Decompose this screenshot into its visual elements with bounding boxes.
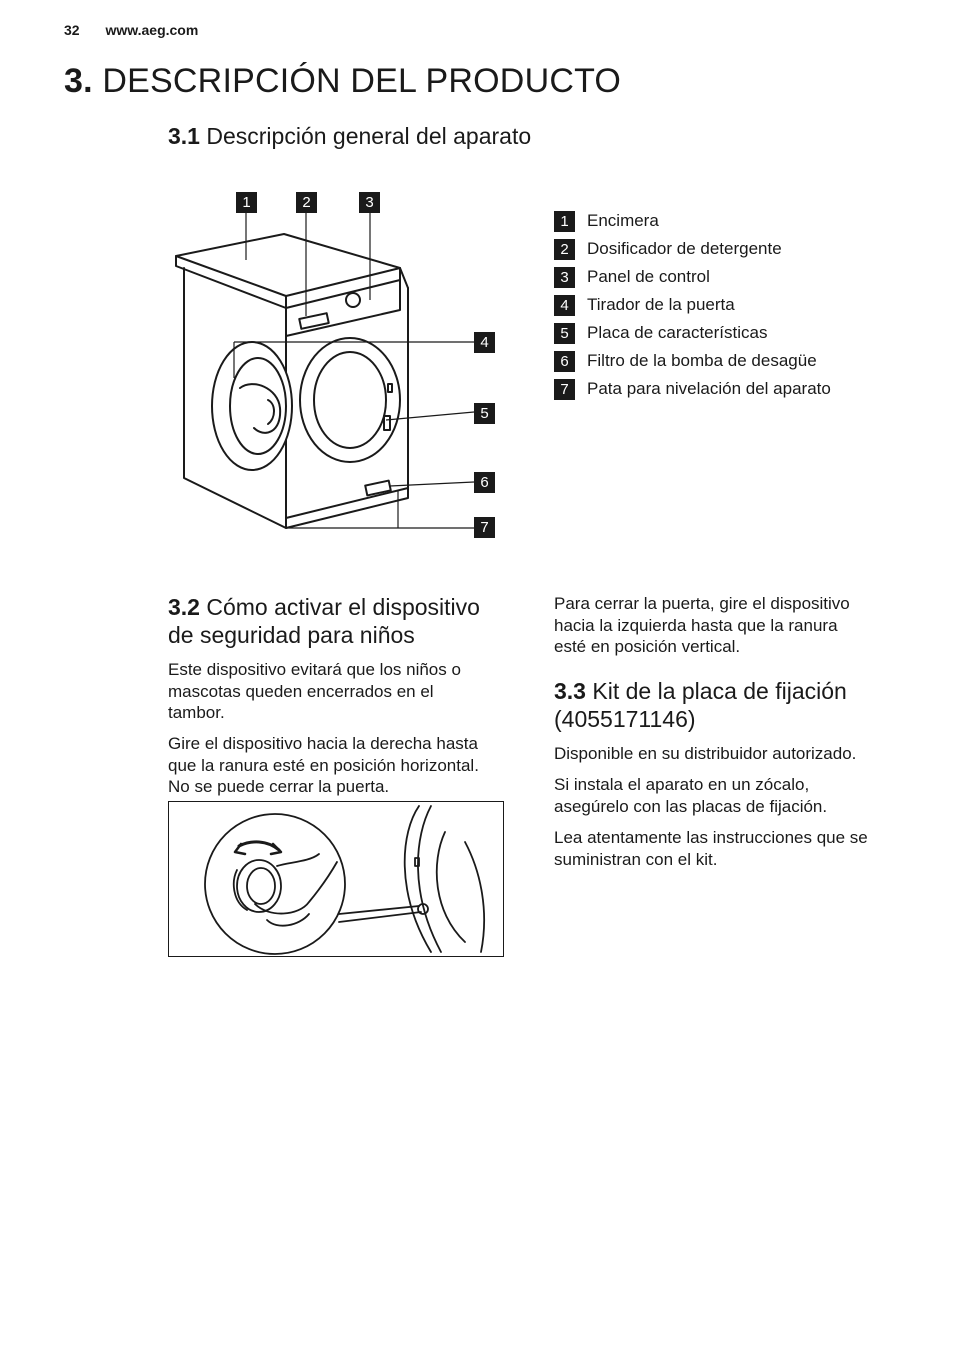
paragraph: Para cerrar la puerta, gire el dispositi… bbox=[554, 593, 850, 658]
text-line: Gire el dispositivo hacia la derecha has… bbox=[168, 734, 478, 753]
paragraph: Si instala el aparato en un zócalo, aseg… bbox=[554, 774, 827, 817]
washing-machine-illustration bbox=[175, 212, 475, 529]
paragraph: Lea atentamente las instrucciones que se… bbox=[554, 827, 868, 870]
section-number: 3.2 bbox=[168, 594, 200, 620]
callout-2: 2 bbox=[296, 192, 317, 213]
section-title-line1: Cómo activar el dispositivo bbox=[206, 594, 480, 620]
text-line: tambor. bbox=[168, 703, 225, 722]
legend-label: Tirador de la puerta bbox=[587, 295, 735, 314]
legend-item: 3 Panel de control bbox=[554, 263, 831, 291]
legend-item: 6 Filtro de la bomba de desagüe bbox=[554, 347, 831, 375]
legend-label: Filtro de la bomba de desagüe bbox=[587, 351, 817, 370]
section-number: 3.3 bbox=[554, 678, 586, 704]
paragraph: Este dispositivo evitará que los niños o… bbox=[168, 659, 461, 724]
page-number: 32 bbox=[64, 22, 80, 38]
text-line: Este dispositivo evitará que los niños o bbox=[168, 660, 461, 679]
legend-item: 4 Tirador de la puerta bbox=[554, 291, 831, 319]
legend-label: Encimera bbox=[587, 211, 659, 230]
text-line: mascotas queden encerrados en el bbox=[168, 681, 434, 701]
text-line: Disponible en su distribuidor autorizado… bbox=[554, 744, 857, 763]
text-line: No se puede cerrar la puerta. bbox=[168, 777, 390, 796]
title-number: 3. bbox=[64, 62, 93, 100]
legend-number: 1 bbox=[554, 210, 575, 232]
section-3-2-heading: 3.2 Cómo activar el dispositivo de segur… bbox=[168, 593, 480, 649]
callout-7: 7 bbox=[474, 517, 495, 538]
page-title: 3. DESCRIPCIÓN DEL PRODUCTO bbox=[64, 62, 621, 101]
section-number: 3.1 bbox=[168, 123, 200, 149]
section-title-line1: Kit de la placa de fijación bbox=[592, 678, 847, 704]
legend-item: 7 Pata para nivelación del aparato bbox=[554, 375, 831, 403]
legend-item: 1 Encimera bbox=[554, 207, 831, 235]
section-title-line2: de seguridad para niños bbox=[168, 622, 415, 648]
paragraph: Gire el dispositivo hacia la derecha has… bbox=[168, 733, 479, 798]
text-line: asegúrelo con las placas de fijación. bbox=[554, 796, 828, 816]
legend-item: 5 Placa de características bbox=[554, 319, 831, 347]
legend-label: Panel de control bbox=[587, 267, 710, 286]
text-line: esté en posición vertical. bbox=[554, 637, 741, 656]
site-url: www.aeg.com bbox=[105, 22, 199, 38]
callout-4: 4 bbox=[474, 332, 495, 353]
callout-6: 6 bbox=[474, 472, 495, 493]
legend-label: Placa de características bbox=[587, 323, 768, 342]
legend-number: 7 bbox=[554, 378, 575, 400]
callout-3: 3 bbox=[359, 192, 380, 213]
legend-label: Dosificador de detergente bbox=[587, 239, 782, 258]
page-header: 32 www.aeg.com bbox=[64, 22, 198, 38]
text-line: Si instala el aparato en un zócalo, bbox=[554, 775, 810, 794]
legend-number: 6 bbox=[554, 350, 575, 372]
text-line: que la ranura esté en posición horizonta… bbox=[168, 755, 479, 775]
text-line: Lea atentamente las instrucciones que se bbox=[554, 828, 868, 847]
section-3-3-heading: 3.3 Kit de la placa de fijación (4055171… bbox=[554, 677, 847, 733]
legend-number: 4 bbox=[554, 294, 575, 316]
legend-item: 2 Dosificador de detergente bbox=[554, 235, 831, 263]
callout-1: 1 bbox=[236, 192, 257, 213]
child-lock-drawing bbox=[204, 805, 486, 955]
text-line: suministran con el kit. bbox=[554, 849, 718, 869]
child-lock-illustration bbox=[168, 801, 504, 957]
text-line: Para cerrar la puerta, gire el dispositi… bbox=[554, 594, 850, 613]
callout-5: 5 bbox=[474, 403, 495, 424]
legend-number: 5 bbox=[554, 322, 575, 344]
section-title-line2: (4055171146) bbox=[554, 706, 696, 732]
text-line: hacia la izquierda hasta que la ranura bbox=[554, 615, 838, 635]
section-3-1-heading: 3.1 Descripción general del aparato bbox=[168, 122, 531, 150]
section-title: Descripción general del aparato bbox=[206, 123, 532, 149]
legend-number: 3 bbox=[554, 266, 575, 288]
legend-label: Pata para nivelación del aparato bbox=[587, 379, 831, 398]
legend-number: 2 bbox=[554, 238, 575, 260]
title-text: DESCRIPCIÓN DEL PRODUCTO bbox=[102, 62, 622, 100]
paragraph: Disponible en su distribuidor autorizado… bbox=[554, 743, 856, 765]
